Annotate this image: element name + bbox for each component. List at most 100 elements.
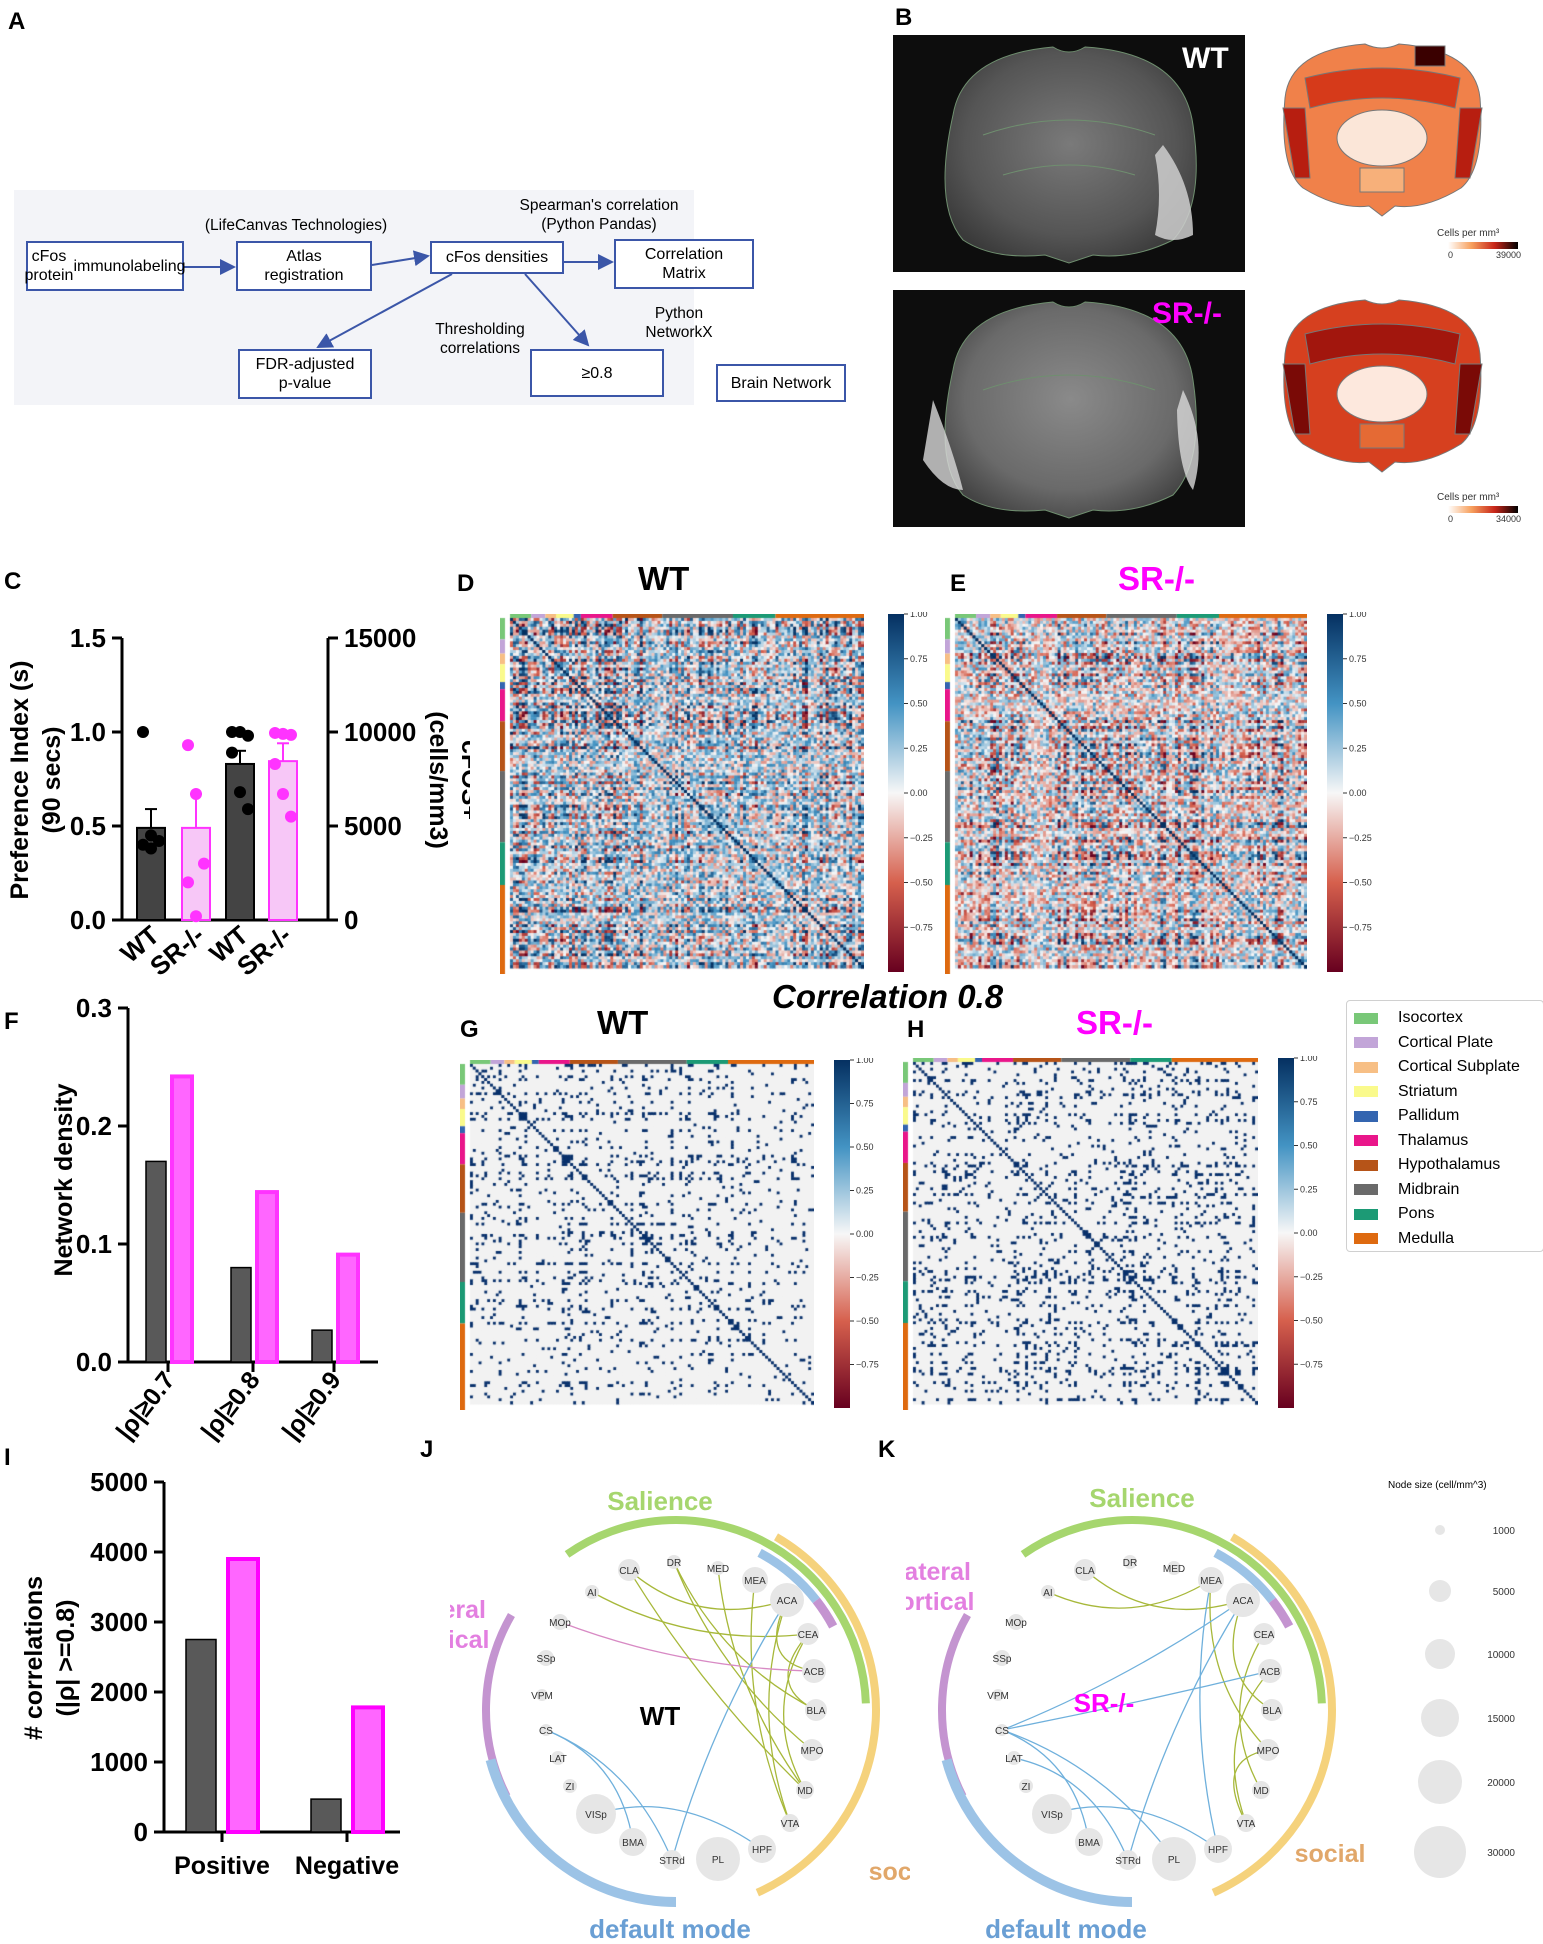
network-node [1118,1850,1138,1870]
network-node-label: ACA [1233,1596,1254,1607]
right-axis-label-line: (cells/mm3) [424,711,452,849]
y-axis-label: # correlations(|ρ| >=0.8) [20,1576,80,1740]
flow-label-line: correlations [439,340,521,357]
legend-swatch [1354,1208,1378,1220]
colorbar-tick-label: −0.75 [856,1360,879,1370]
network-node-label: DR [1123,1558,1137,1569]
network-node [576,1794,616,1834]
data-point [145,842,157,855]
flow-box-text: Brain Network [730,374,832,392]
bar [181,826,211,922]
network-node-label: CEA [1254,1630,1275,1641]
legend-swatch [1354,1061,1378,1073]
network-node [667,1555,681,1569]
network-node-label: DR [667,1558,681,1569]
colorbar-tick-label: 0.25 [856,1186,874,1196]
side-label-line: cortical [450,1626,489,1654]
network-node-label: SSp [993,1654,1012,1665]
network-node-label: BLA [1263,1706,1282,1717]
network-node [1074,1559,1096,1581]
network-edge [1047,1579,1212,1609]
bar [170,1074,194,1364]
legend-item: Hypothalamus [1354,1156,1500,1174]
default-mode-arc [941,1758,1133,1907]
flow-box-threshold-08: ≥0.8 [530,349,664,397]
network-node-label: BMA [1078,1838,1100,1849]
network-node-label: MED [707,1564,729,1575]
legend-item: Cortical Plate [1354,1034,1493,1052]
network-node-label: CS [995,1726,1009,1737]
category-label: Negative [295,1852,399,1880]
node-size-label: 20000 [1487,1778,1515,1789]
node-size-circle [1429,1580,1451,1602]
flow-label-thresholding: Thresholding correlations [420,320,540,358]
bar [336,1252,360,1364]
network-edge [628,1569,788,1611]
network-node [552,1614,568,1630]
colorbar-tick-label: −0.50 [1300,1316,1323,1326]
category-label: |ρ|≥0.8 [196,1366,266,1445]
network-node-label: ACB [804,1667,825,1678]
network-node-label: MEA [744,1576,766,1587]
colorbar-tick-label: −0.25 [1300,1272,1323,1282]
network-node [1032,1794,1072,1834]
legend-swatch [1354,1110,1378,1122]
network-node [696,1837,740,1881]
network-node [796,1781,814,1799]
network-edge [1013,1757,1129,1861]
data-point [190,910,202,923]
legend-item: Striatum [1354,1083,1458,1101]
flow-box-line: p-value [278,375,332,392]
network-node-label: MEA [1200,1576,1222,1587]
flow-label-line: Thresholding [435,321,525,338]
colorbar-tick-label: 1.00 [856,1058,874,1065]
right-tick-label: 0 [344,905,358,935]
colorbar-max-sr: 34000 [1496,514,1522,524]
network-node [538,1650,554,1666]
network-node-label: MD [797,1786,813,1797]
legend-swatch [1354,1037,1378,1048]
colorbar-tick-label: −0.25 [856,1273,879,1283]
network-edge [1233,1670,1271,1824]
network-node [551,1751,565,1765]
y-axis-label-line: (|ρ| >=0.8) [52,1599,80,1716]
network-node-label: CEA [798,1630,819,1641]
category-label: |ρ|≥0.7 [111,1366,181,1445]
flow-box-text: ≥0.8 [581,364,613,382]
network-node [996,1724,1008,1736]
left-tick-label: 0.5 [70,811,106,841]
network-edge [1001,1729,1090,1843]
network-edge [717,1567,806,1791]
network-node-label: HPF [752,1845,772,1856]
social-arc [755,1533,880,1897]
flow-box-line: FDR-adjusted [255,356,355,373]
network-node-label: VISp [585,1810,607,1821]
heatmap-d-title: WT [638,560,690,597]
network-node-label: BMA [622,1838,644,1849]
colorbar-tick-label: 0.75 [1349,654,1367,664]
colorbar-sr [1448,506,1518,513]
data-point [285,810,297,823]
legend-swatch [1354,1086,1378,1097]
side-label: Lateralcortical [906,1558,974,1616]
y-tick-label: 4000 [90,1537,148,1567]
network-node-label: LAT [1005,1754,1023,1765]
heatmap-g-matrix [460,1060,814,1410]
network-node [1204,1835,1232,1863]
right-tick-label: 15000 [344,623,416,653]
data-point [277,788,289,801]
flow-label-line: NetworkX [645,324,713,341]
side-label: social [1295,1840,1366,1868]
network-node [1253,1623,1275,1645]
colorbar-title-sr: Cells per mm³ [1437,492,1500,503]
flow-label-lifecanvas: (LifeCanvas Technologies) [204,217,388,234]
data-point [153,835,165,848]
brain-image-sr [893,290,1245,527]
data-point [226,746,238,759]
side-label-line: social [869,1858,910,1886]
network-node-label: VPM [531,1691,553,1702]
legend-label: Pons [1398,1205,1435,1222]
